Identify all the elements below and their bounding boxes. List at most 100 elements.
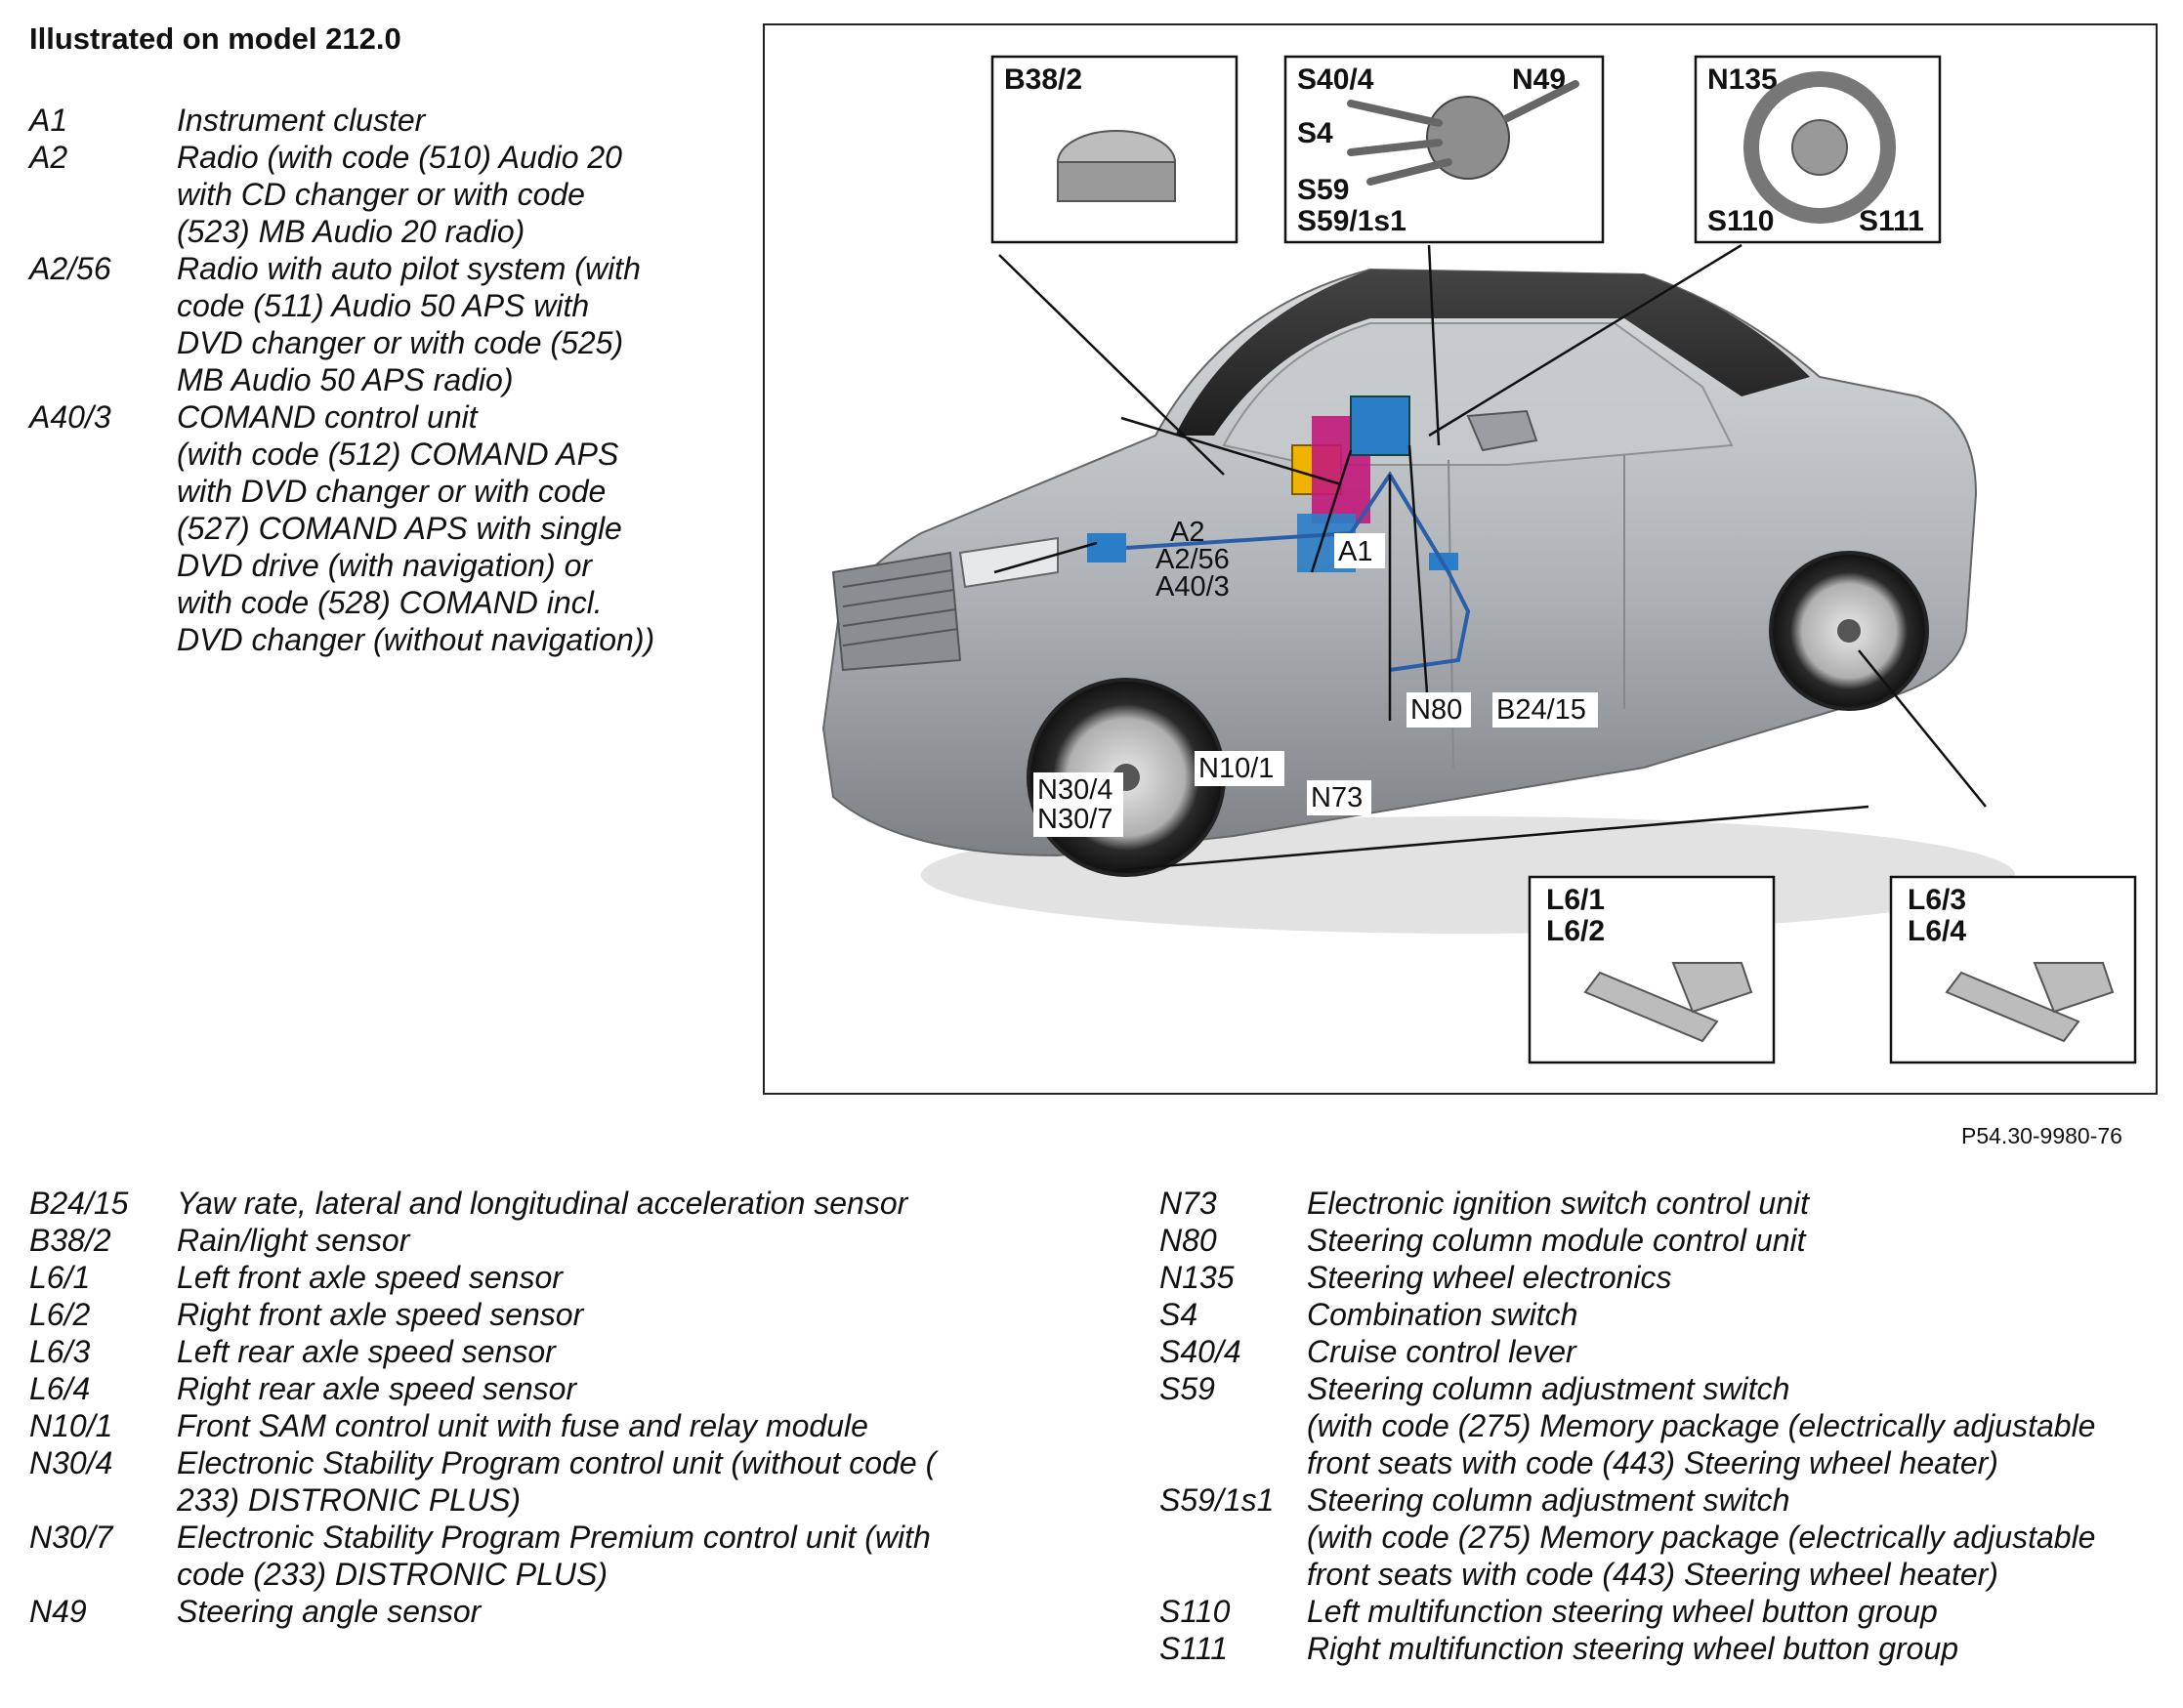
legend-code: S111 (1159, 1631, 1228, 1666)
component-a1 (1350, 396, 1410, 456)
legend-row: A2 Radio (with code (510) Audio 20 with C… (29, 139, 654, 250)
steering-column-module-icon (1426, 96, 1510, 180)
legend-code: N73 (1159, 1186, 1217, 1221)
grille (831, 551, 962, 672)
legend-code: N10/1 (29, 1408, 113, 1443)
legend-description: Radio (with code (510) Audio 20 with CD … (177, 140, 622, 249)
legend-description: Cruise control lever (1307, 1334, 1576, 1369)
side-mirror (1466, 409, 1538, 452)
legend-description: Steering column adjustment switch (with … (1307, 1482, 2096, 1592)
legend-code: S59 (1159, 1371, 1215, 1406)
legend-description: Electronic Stability Program control uni… (177, 1445, 937, 1518)
rain-sensor-body (1057, 161, 1176, 202)
legend-code: N30/7 (29, 1520, 113, 1555)
legend-description: Steering column adjustment switch (with … (1307, 1371, 2096, 1480)
legend-code: N135 (1159, 1260, 1235, 1295)
label-s110: S110 (1707, 205, 1774, 237)
label-s59: S59 (1297, 174, 1349, 206)
legend-row: N135 Steering wheel electronics (1159, 1259, 2095, 1296)
legend-description: Left front axle speed sensor (177, 1260, 563, 1295)
label-l6-4: L6/4 (1908, 915, 1966, 947)
label-s4: S4 (1297, 117, 1333, 149)
legend-row: B24/15 Yaw rate, lateral and longitudinal… (29, 1185, 936, 1222)
legend-bottom-left: B24/15 Yaw rate, lateral and longitudinal… (29, 1185, 936, 1630)
label-n30-7: N30/7 (1037, 804, 1112, 835)
label-n30-4: N30/4 (1037, 774, 1112, 806)
front-axle-sensor-icon (1583, 962, 1753, 1043)
legend-description: Front SAM control unit with fuse and rel… (177, 1408, 868, 1443)
rear-axle-sensor-icon (1945, 962, 2115, 1043)
legend-code: N30/4 (29, 1445, 113, 1480)
legend-description: Yaw rate, lateral and longitudinal accel… (177, 1186, 908, 1221)
label-l6-3: L6/3 (1908, 884, 1966, 916)
legend-row: N10/1 Front SAM control unit with fuse an… (29, 1407, 936, 1444)
legend-row: S59/1s1 Steering column adjustment switch… (1159, 1481, 2095, 1593)
legend-row: N30/7 Electronic Stability Program Premiu… (29, 1519, 936, 1593)
legend-row: A1 Instrument cluster (29, 102, 654, 139)
leader-lines (993, 243, 1987, 872)
component-location-figure: B38/2 S40/4 N49 S4 S59 S59/1s1 N135 S110… (763, 23, 2158, 1095)
figure-reference: P54.30-9980-76 (1961, 1123, 2122, 1148)
legend-description: Steering angle sensor (177, 1594, 482, 1629)
label-s40-4: S40/4 (1297, 63, 1374, 96)
legend-description: Right front axle speed sensor (177, 1297, 584, 1332)
legend-description: Electronic ignition switch control unit (1307, 1186, 1810, 1221)
legend-code: S59/1s1 (1159, 1482, 1275, 1518)
steering-wheel-hub-icon (1791, 119, 1848, 176)
legend-description: Combination switch (1307, 1297, 1578, 1332)
headlight (958, 536, 1059, 589)
car-roof (1175, 270, 1810, 436)
car-illustration: B38/2 S40/4 N49 S4 S59 S59/1s1 N135 S110… (821, 55, 2137, 1064)
legend-description: Right multifunction steering wheel butto… (1307, 1631, 1959, 1666)
label-n73: N73 (1311, 782, 1363, 813)
legend-code: A1 (29, 103, 68, 138)
legend-description: Electronic Stability Program Premium con… (177, 1520, 931, 1592)
legend-description: Rain/light sensor (177, 1223, 410, 1258)
legend-description: Right rear axle speed sensor (177, 1371, 577, 1406)
label-b38-2: B38/2 (1004, 63, 1082, 96)
legend-row: N80 Steering column module control unit (1159, 1222, 2095, 1259)
component-n30 (1087, 533, 1126, 562)
page-title: Illustrated on model 212.0 (29, 21, 401, 56)
label-a40-3: A40/3 (1155, 571, 1230, 603)
legend-row: N30/4 Electronic Stability Program contro… (29, 1444, 936, 1519)
legend-code: L6/2 (29, 1297, 91, 1332)
label-l6-1: L6/1 (1546, 884, 1605, 916)
legend-description: Instrument cluster (177, 103, 426, 138)
legend-code: L6/4 (29, 1371, 91, 1406)
label-s59-1s1: S59/1s1 (1297, 205, 1406, 237)
label-a2-56: A2/56 (1155, 544, 1230, 575)
label-a1: A1 (1338, 536, 1372, 567)
steering-wheel-icon (1743, 71, 1896, 224)
legend-row: S110 Left multifunction steering wheel bu… (1159, 1593, 2095, 1630)
legend-row: B38/2 Rain/light sensor (29, 1222, 936, 1259)
legend-code: N80 (1159, 1223, 1217, 1258)
legend-code: A2 (29, 140, 68, 175)
legend-description: Steering column module control unit (1307, 1223, 1806, 1258)
stalk-icons (1347, 80, 1579, 186)
legend-code: L6/1 (29, 1260, 91, 1295)
legend-code: B38/2 (29, 1223, 111, 1258)
legend-row: N73 Electronic ignition switch control un… (1159, 1185, 2095, 1222)
label-n10-1: N10/1 (1198, 753, 1274, 784)
legend-description: Steering wheel electronics (1307, 1260, 1672, 1295)
legend-description: Left multifunction steering wheel button… (1307, 1594, 1938, 1629)
legend-row: L6/2 Right front axle speed sensor (29, 1296, 936, 1333)
legend-code: S4 (1159, 1297, 1198, 1332)
legend-description: COMAND control unit (with code (512) COM… (177, 399, 655, 657)
grille-slats (842, 569, 959, 646)
legend-code: S110 (1159, 1594, 1231, 1629)
legend-code: B24/15 (29, 1186, 129, 1221)
car-callouts: A2 A2/56 A40/3 A1 N80 B24/15 N10/1 N73 N… (1033, 517, 1598, 837)
legend-code: A2/56 (29, 251, 111, 286)
rear-wheel-hub (1837, 619, 1861, 643)
legend-bottom-right: N73 Electronic ignition switch control un… (1159, 1185, 2095, 1667)
label-n135: N135 (1707, 63, 1778, 96)
label-s111: S111 (1859, 205, 1924, 237)
